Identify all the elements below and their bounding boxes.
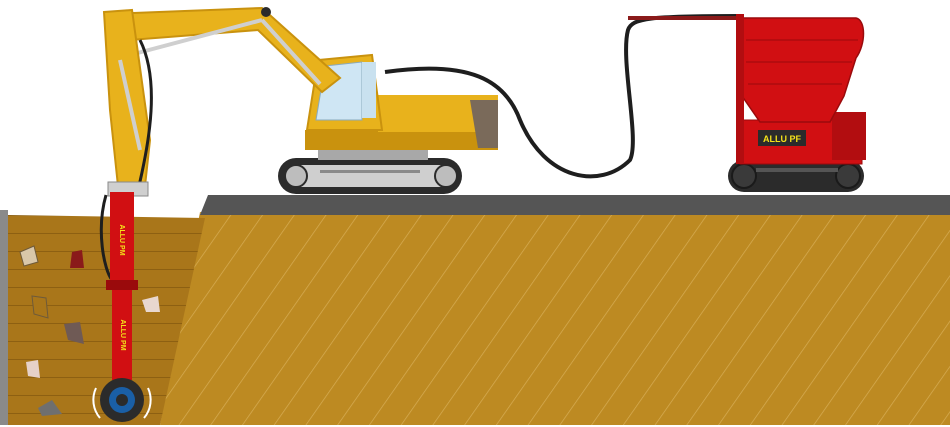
rock	[142, 296, 160, 312]
mixer-lower-shaft	[112, 290, 132, 380]
stabilized-soil-area	[8, 215, 205, 425]
excavator-icon	[102, 6, 498, 197]
mixer-lower-label: ALLU PM	[119, 319, 126, 350]
pressure-feeder-icon: ALLU PF	[728, 14, 866, 192]
road-surface	[200, 195, 950, 215]
ground	[0, 195, 950, 425]
rock	[70, 250, 84, 268]
excavator-body	[305, 130, 498, 150]
mixer-upper-shaft	[110, 192, 134, 284]
feeder-badge-label: ALLU PF	[763, 134, 801, 144]
rock	[64, 322, 84, 344]
mixer-upper-label: ALLU PM	[118, 224, 125, 255]
rock	[38, 400, 62, 416]
rock	[19, 245, 39, 267]
feeder-silo	[741, 17, 865, 123]
feeder-badge	[758, 130, 806, 146]
power-mixer-icon: ALLU PM ALLU PM	[92, 192, 152, 422]
soil-body	[160, 212, 950, 425]
feed-hose	[384, 14, 741, 179]
rock	[31, 295, 49, 319]
left-edge	[0, 210, 8, 425]
rock	[26, 360, 40, 378]
